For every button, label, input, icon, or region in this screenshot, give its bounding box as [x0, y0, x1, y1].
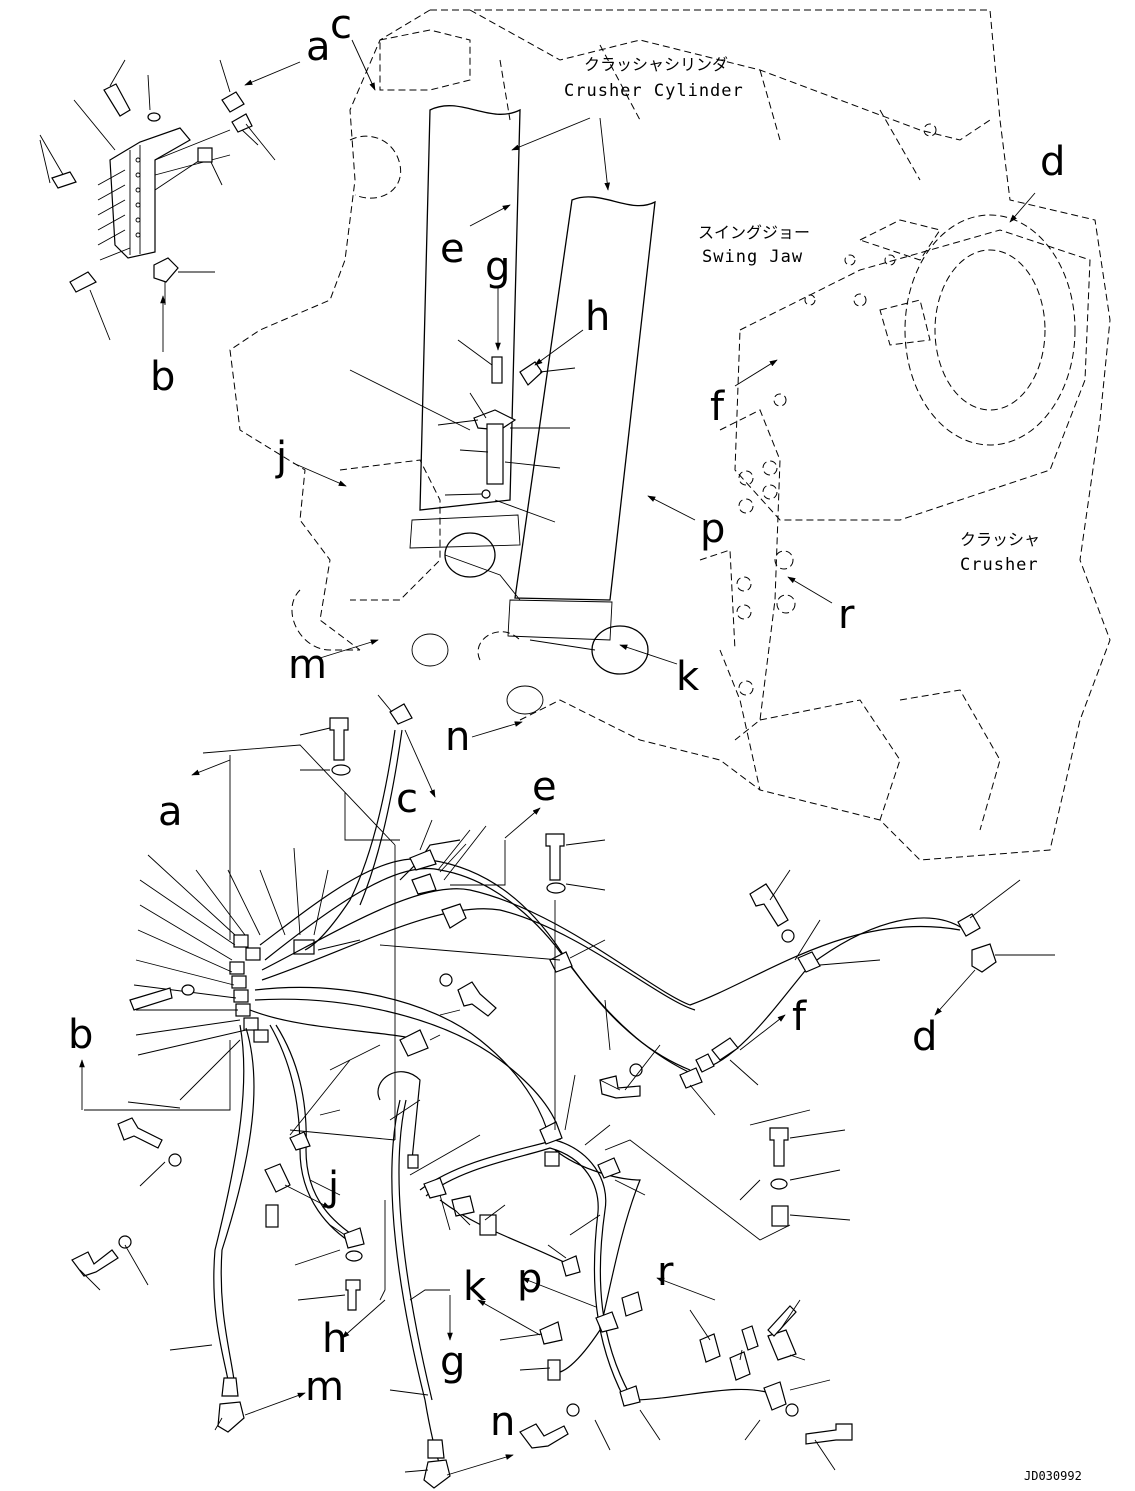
caption-swing-jaw-en: Swing Jaw: [702, 247, 803, 267]
label-e-top: e: [440, 226, 465, 272]
label-n-top: n: [445, 714, 470, 760]
distribution-block-lower: [229, 934, 315, 1043]
label-f-lower: f: [792, 994, 807, 1040]
label-k-lower: k: [463, 1264, 487, 1310]
label-e-lower: e: [532, 764, 557, 810]
caption-crusher-cylinder-jp: クラッシャシリンダ: [584, 55, 728, 74]
grease-manifold-block: [39, 74, 259, 261]
label-d-lower: d: [912, 1014, 937, 1060]
label-p-lower: p: [517, 1256, 542, 1302]
label-g-lower: g: [440, 1339, 465, 1385]
leader-lines-left-fan: [133, 847, 361, 1101]
bolts-and-washers-lower: [71, 717, 853, 1449]
crusher-cylinder-left: [409, 105, 521, 549]
label-b-lower: b: [68, 1012, 93, 1058]
label-k-top: k: [676, 654, 700, 700]
component-captions: クラッシャシリンダ Crusher Cylinder スイングジョー Swing…: [564, 55, 1082, 1483]
crusher-cylinder-right: [507, 196, 656, 641]
label-h-top: h: [585, 294, 610, 340]
label-c-top: c: [330, 2, 352, 48]
caption-swing-jaw-jp: スイングジョー: [698, 223, 810, 242]
hoses: [213, 729, 966, 1466]
letter-labels: a b c d e g h f j p r k m n a c e b f d …: [68, 2, 1065, 1445]
label-n-lower: n: [490, 1399, 515, 1445]
label-m-top: m: [288, 642, 327, 688]
manifold-bolts-and-fittings: [39, 59, 276, 341]
hose-fittings-lower: [217, 703, 997, 1489]
label-b-top: b: [150, 354, 175, 400]
leader-lines-lower: [79, 694, 1055, 1473]
label-p-top: p: [700, 506, 725, 552]
label-a-lower: a: [158, 789, 183, 835]
label-c-lower: c: [396, 776, 418, 822]
label-f-top: f: [710, 384, 725, 430]
label-h-lower: h: [322, 1316, 347, 1362]
label-r-top: r: [838, 592, 855, 638]
crusher-frame-outline: [229, 9, 1111, 861]
caption-crusher-en: Crusher: [960, 555, 1039, 575]
caption-crusher-jp: クラッシャ: [960, 530, 1040, 549]
callout-arrows: [79, 39, 1036, 1476]
label-m-lower: m: [305, 1364, 344, 1410]
label-r-lower: r: [657, 1249, 674, 1295]
label-j-top: j: [275, 434, 287, 480]
caption-crusher-cylinder-en: Crusher Cylinder: [564, 81, 744, 101]
drawing-code: JD030992: [1024, 1469, 1082, 1483]
label-d-top: d: [1040, 139, 1065, 185]
label-g-top: g: [485, 244, 510, 290]
label-a-top: a: [306, 24, 331, 70]
label-j-lower: j: [327, 1164, 339, 1210]
cylinder-fittings-group: [349, 339, 576, 523]
cylinder-pin-bosses: [411, 532, 649, 715]
